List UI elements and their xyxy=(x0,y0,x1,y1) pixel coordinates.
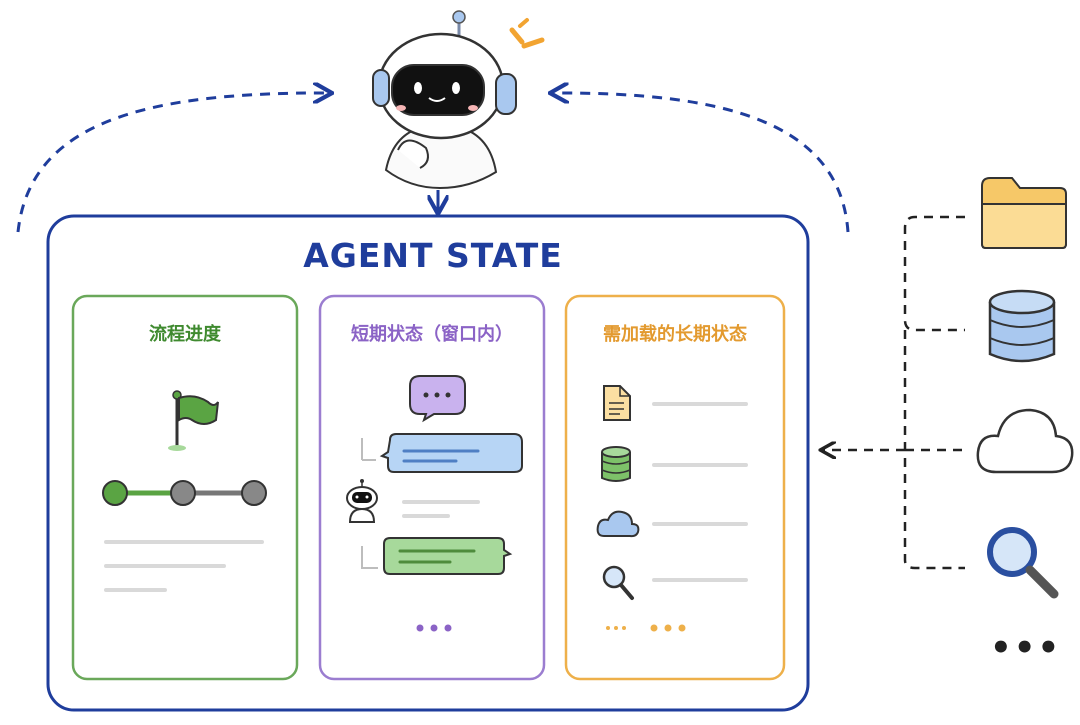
panel-title-long-term: 需加载的长期状态 xyxy=(603,324,747,345)
right-loop-arrow xyxy=(552,93,850,233)
panel-short-term xyxy=(318,294,546,681)
panel-title-progress: 流程进度 xyxy=(149,324,221,345)
panel-title-short-term: 短期状态（窗口内） xyxy=(351,324,513,345)
placeholder-lines xyxy=(652,402,748,582)
agent-state-frame xyxy=(46,214,810,712)
progress-track xyxy=(102,480,267,506)
ellipsis-purple xyxy=(416,624,452,632)
robot-icon xyxy=(372,10,517,190)
document-icon xyxy=(603,385,631,421)
chat-bubble-icon xyxy=(409,375,466,423)
folder-icon xyxy=(981,177,1067,249)
diagram-title: AGENT STATE xyxy=(303,236,563,275)
progress-step-done xyxy=(102,480,128,506)
source-connector xyxy=(822,215,965,570)
progress-step-pending xyxy=(170,480,196,506)
database-icon xyxy=(601,446,631,482)
flag-icon xyxy=(168,390,219,451)
chat-thread-line xyxy=(361,438,378,569)
chat-message-green xyxy=(383,537,513,575)
more-sources-ellipsis: ••• xyxy=(990,628,1062,668)
database-icon xyxy=(988,289,1056,363)
robot-small-icon xyxy=(346,479,378,523)
placeholder-lines xyxy=(104,540,264,592)
excitement-marks xyxy=(509,18,545,49)
cloud-icon xyxy=(596,510,640,538)
progress-step-pending xyxy=(241,480,267,506)
ellipsis-orange xyxy=(606,624,686,632)
placeholder-lines xyxy=(402,500,480,518)
left-loop-arrow xyxy=(16,93,330,233)
search-icon xyxy=(602,565,634,600)
cloud-icon xyxy=(976,408,1074,474)
panel-long-term xyxy=(564,294,786,681)
chat-message-blue xyxy=(379,433,523,473)
search-icon xyxy=(987,527,1059,599)
